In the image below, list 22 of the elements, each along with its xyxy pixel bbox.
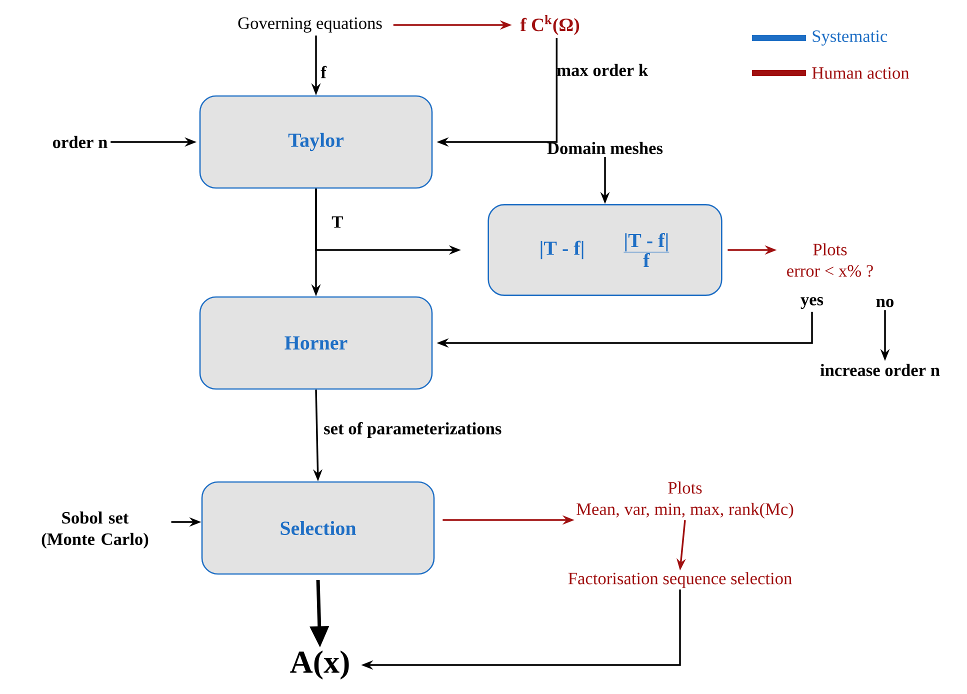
edge-label: f [320,66,327,78]
selection-label: Factorisation sequence selection [568,572,792,588]
equation-label: Governing equations [238,17,382,33]
plot-label: Plots Mean, var, min, max, rank(Mc) [576,481,794,519]
plot-label: Plots error < x% ? [787,243,873,277]
edge-label: max order k [557,64,648,76]
edge-label: T [332,216,343,228]
process-box: Selection [201,481,435,575]
input-label: order n [53,136,108,148]
result-label: A(x) [290,650,349,680]
output-label: increase order n [820,364,940,376]
legend-label: Human action [812,67,910,79]
no-label: no [876,298,894,308]
yes-label: yes [800,297,824,309]
function-space-label: f C$^{k}$(Ω) [520,15,580,35]
input-label: Sobol set (Monte Carlo) [42,511,148,549]
legend-label: Systematic [812,30,888,46]
process-box: Taylor [199,95,433,189]
input-label: Domain meshes [547,142,663,154]
process-box: Horner [199,296,433,390]
edge-label: set of parameterizations [324,422,502,438]
error-box: |T - f| |T - f| f [488,204,722,296]
